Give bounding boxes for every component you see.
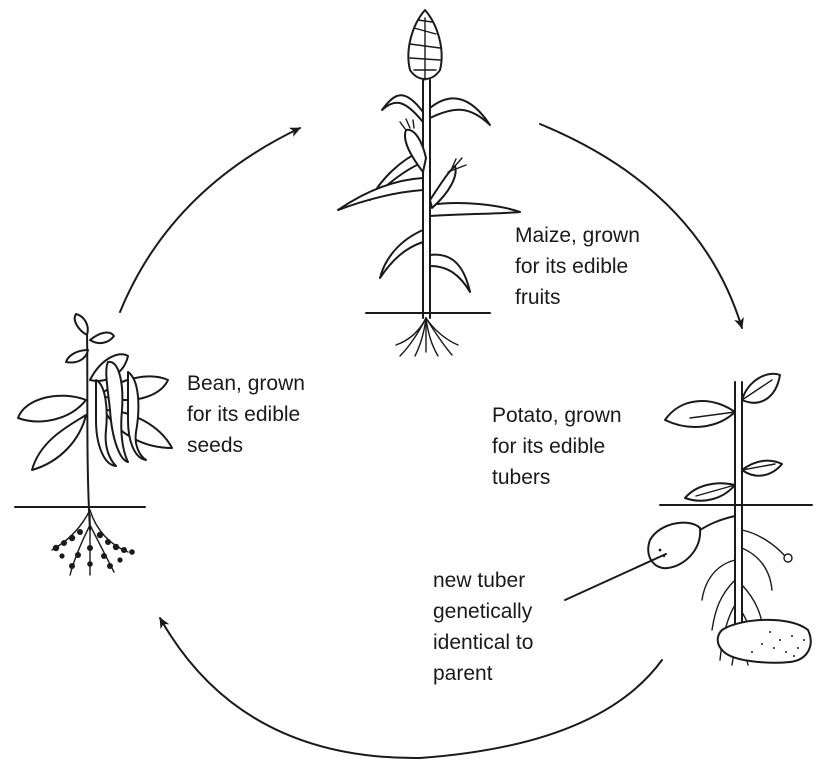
bean-label-line: for its edible xyxy=(187,399,305,430)
arrow-potato-to-bean xyxy=(160,618,662,758)
potato-label-line: tubers xyxy=(492,462,622,493)
potato-stem xyxy=(735,382,742,640)
potato-leaf xyxy=(742,461,782,476)
potato-leaf xyxy=(742,374,780,403)
maize-roots xyxy=(396,318,458,356)
potato-plant xyxy=(648,374,812,665)
maize-plant xyxy=(338,10,520,356)
potato-label-line: for its edible xyxy=(492,431,622,462)
bean-label-line: seeds xyxy=(187,430,305,461)
bean-leaf xyxy=(75,314,88,335)
bean-stem xyxy=(87,330,90,530)
maize-stalk xyxy=(423,80,430,318)
arrow-bean-to-maize xyxy=(120,128,300,312)
parent-tuber xyxy=(718,620,811,663)
maize-label-line: for its edible xyxy=(515,251,640,282)
maize-leaf xyxy=(430,98,490,125)
maize-leaf xyxy=(382,95,423,122)
new-tuber-label-line: genetically xyxy=(433,596,533,627)
new-tuber-label-line: parent xyxy=(433,658,533,689)
potato-stolon xyxy=(700,516,735,530)
new-tuber-label-line: new tuber xyxy=(433,565,533,596)
new-tuber-label-line: identical to xyxy=(433,627,533,658)
bean-leaf xyxy=(18,396,86,422)
maize-leaf xyxy=(430,203,520,216)
maize-tassel xyxy=(408,10,441,80)
maize-leaf xyxy=(380,230,423,278)
maize-leaf xyxy=(430,255,470,292)
new-tuber-pointer-line xyxy=(565,554,666,600)
new-tuber xyxy=(648,523,700,569)
maize-cob xyxy=(430,166,456,208)
potato-label-line: Potato, grown xyxy=(492,400,622,431)
maize-label-line: fruits xyxy=(515,282,640,313)
potato-label: Potato, grown for its edible tubers xyxy=(492,400,622,493)
bean-leaf xyxy=(66,350,88,363)
bean-label-line: Bean, grown xyxy=(187,368,305,399)
maize-label: Maize, grown for its edible fruits xyxy=(515,220,640,313)
bean-leaf xyxy=(32,415,86,470)
bean-plant xyxy=(15,314,172,575)
bean-roots xyxy=(52,510,135,575)
new-tuber-label: new tuber genetically identical to paren… xyxy=(433,565,533,689)
bean-leaf xyxy=(90,333,114,344)
maize-label-line: Maize, grown xyxy=(515,220,640,251)
bean-label: Bean, grown for its edible seeds xyxy=(187,368,305,461)
